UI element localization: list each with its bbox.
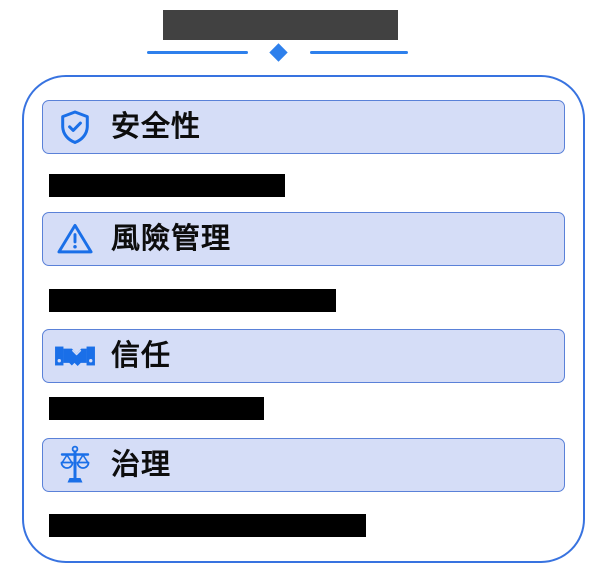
diamond-icon	[269, 43, 288, 62]
section-label-trust: 信任	[111, 339, 172, 372]
divider-line-left	[147, 51, 248, 54]
redacted-title-bar	[163, 10, 398, 40]
shield-check-icon	[54, 106, 96, 148]
section-label-governance: 治理	[111, 448, 172, 481]
section-header-governance: 治理	[42, 438, 565, 492]
handshake-icon	[54, 335, 96, 377]
section-label-security: 安全性	[111, 110, 202, 143]
main-panel: 安全性 風險管理 信任	[22, 75, 585, 563]
redacted-text-risk	[49, 289, 336, 312]
section-header-trust: 信任	[42, 329, 565, 383]
section-label-risk: 風險管理	[111, 222, 232, 255]
scales-icon	[54, 444, 96, 486]
divider-line-right	[310, 51, 408, 54]
redacted-text-trust	[49, 397, 264, 420]
warning-triangle-icon	[54, 218, 96, 260]
section-header-security: 安全性	[42, 100, 565, 154]
redacted-text-governance	[49, 514, 366, 537]
section-header-risk: 風險管理	[42, 212, 565, 266]
redacted-text-security	[49, 174, 285, 197]
